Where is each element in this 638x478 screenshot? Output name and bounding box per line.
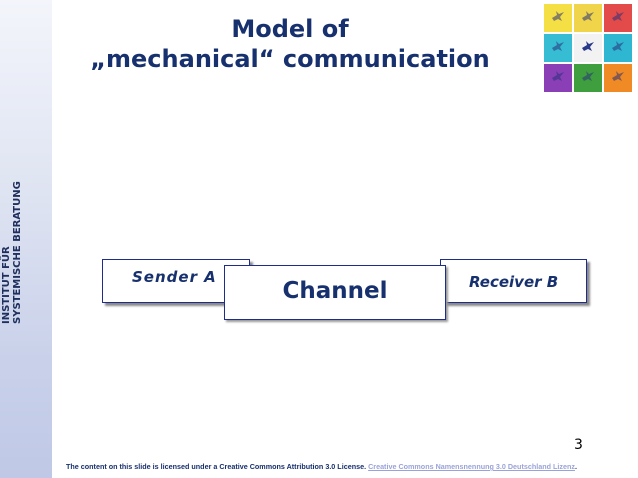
logo-tile [544, 4, 572, 32]
license-end: . [574, 462, 577, 471]
license-text: The content on this slide is licensed un… [66, 462, 367, 471]
sidebar-band: INSTITUT FÜR SYSTEMISCHE BERATUNG [0, 0, 52, 478]
logo-tile [544, 34, 572, 62]
logo-tile [604, 4, 632, 32]
institute-name: INSTITUT FÜR SYSTEMISCHE BERATUNG [1, 181, 23, 324]
receiver-label: Receiver B [469, 273, 559, 291]
bird-icon [582, 11, 594, 21]
logo-tile [604, 64, 632, 92]
logo-tile [574, 4, 602, 32]
bird-icon [582, 41, 594, 51]
bird-icon [552, 71, 564, 81]
institute-line-2: SYSTEMISCHE BERATUNG [12, 181, 23, 324]
slide-title: Model of „mechanical“ communication [60, 14, 520, 74]
logo-tile [574, 64, 602, 92]
channel-label: Channel [282, 278, 388, 304]
logo-tile [574, 34, 602, 62]
logo-tile [604, 34, 632, 62]
slide-title-line-1: Model of [231, 15, 349, 43]
logo-grid [544, 4, 634, 92]
channel-box [224, 265, 446, 320]
license-footer: The content on this slide is licensed un… [66, 462, 632, 471]
page-number: 3 [574, 437, 583, 453]
bird-icon [612, 41, 624, 51]
receiver-box [440, 259, 587, 303]
license-link[interactable]: Creative Commons Namensnennung 3.0 Deuts… [368, 462, 575, 471]
bird-icon [612, 71, 624, 81]
bird-icon [552, 11, 564, 21]
bird-icon [552, 41, 564, 51]
bird-icon [582, 71, 594, 81]
institute-line-1: INSTITUT FÜR [1, 246, 12, 324]
bird-icon [612, 11, 624, 21]
slide-title-line-2: „mechanical“ communication [90, 45, 490, 73]
sender-label: Sender A [132, 268, 217, 286]
logo-tile [544, 64, 572, 92]
